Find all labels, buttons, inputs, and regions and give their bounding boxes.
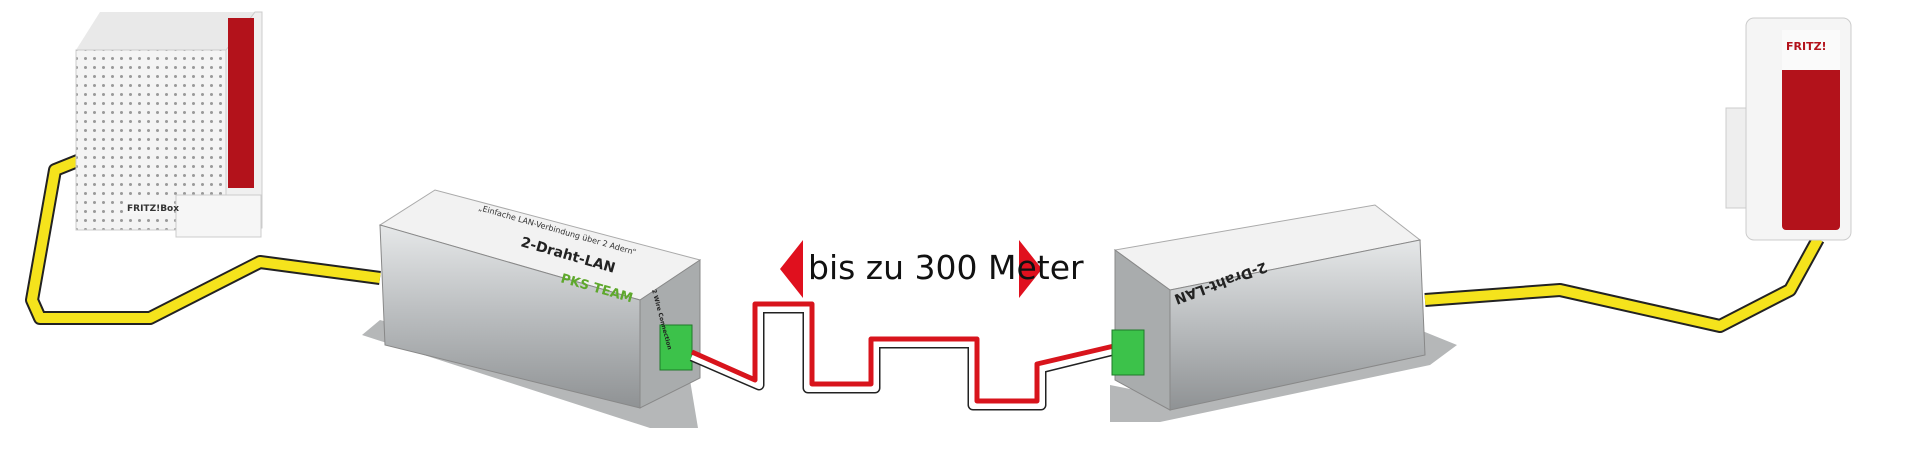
lan-cable-right: [1424, 235, 1825, 333]
fritz-repeater: FRITZ!: [1725, 17, 1852, 241]
two-wire-cable-white: [690, 304, 1115, 409]
two-wire-cable-red: [690, 301, 1115, 404]
lan-cable-left-fill: [27, 155, 381, 323]
router-brand-logo: FRITZ!Box: [127, 204, 179, 214]
lan-adapter-left: „Einfache LAN-Verbindung über 2 Adern“ 2…: [362, 189, 702, 428]
distance-label: bis zu 300 Meter: [808, 248, 1084, 287]
arrow-left-icon: [780, 240, 803, 298]
lan-cable-right-fill: [1424, 236, 1823, 331]
arrow-right-icon: [1019, 240, 1042, 298]
lan-adapter-right: 2-Draht-LAN: [1110, 204, 1457, 422]
fritzbox-router: FRITZ!Box: [75, 11, 263, 238]
repeater-brand-logo: FRITZ!: [1786, 40, 1827, 53]
